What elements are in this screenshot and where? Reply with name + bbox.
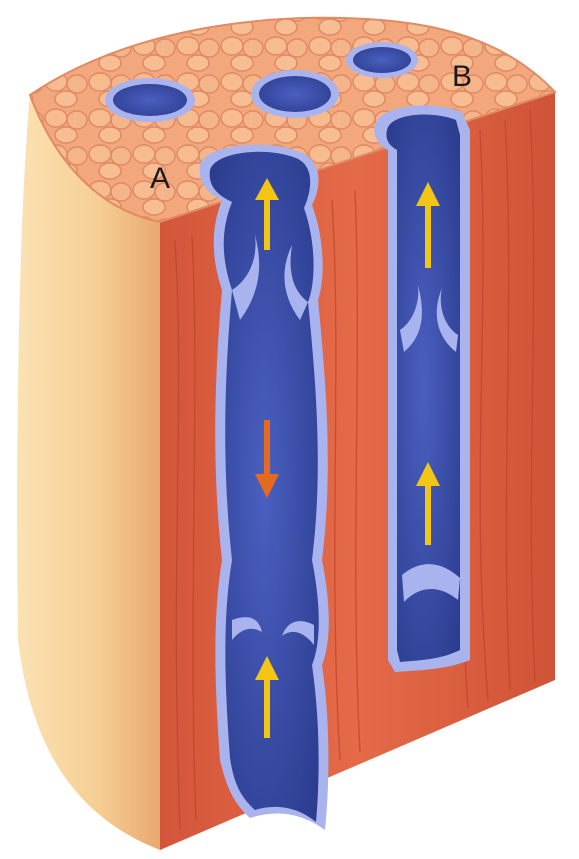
vein-b: [374, 106, 470, 672]
label-vein-a: A: [150, 162, 170, 195]
label-vein-b: B: [452, 60, 472, 93]
